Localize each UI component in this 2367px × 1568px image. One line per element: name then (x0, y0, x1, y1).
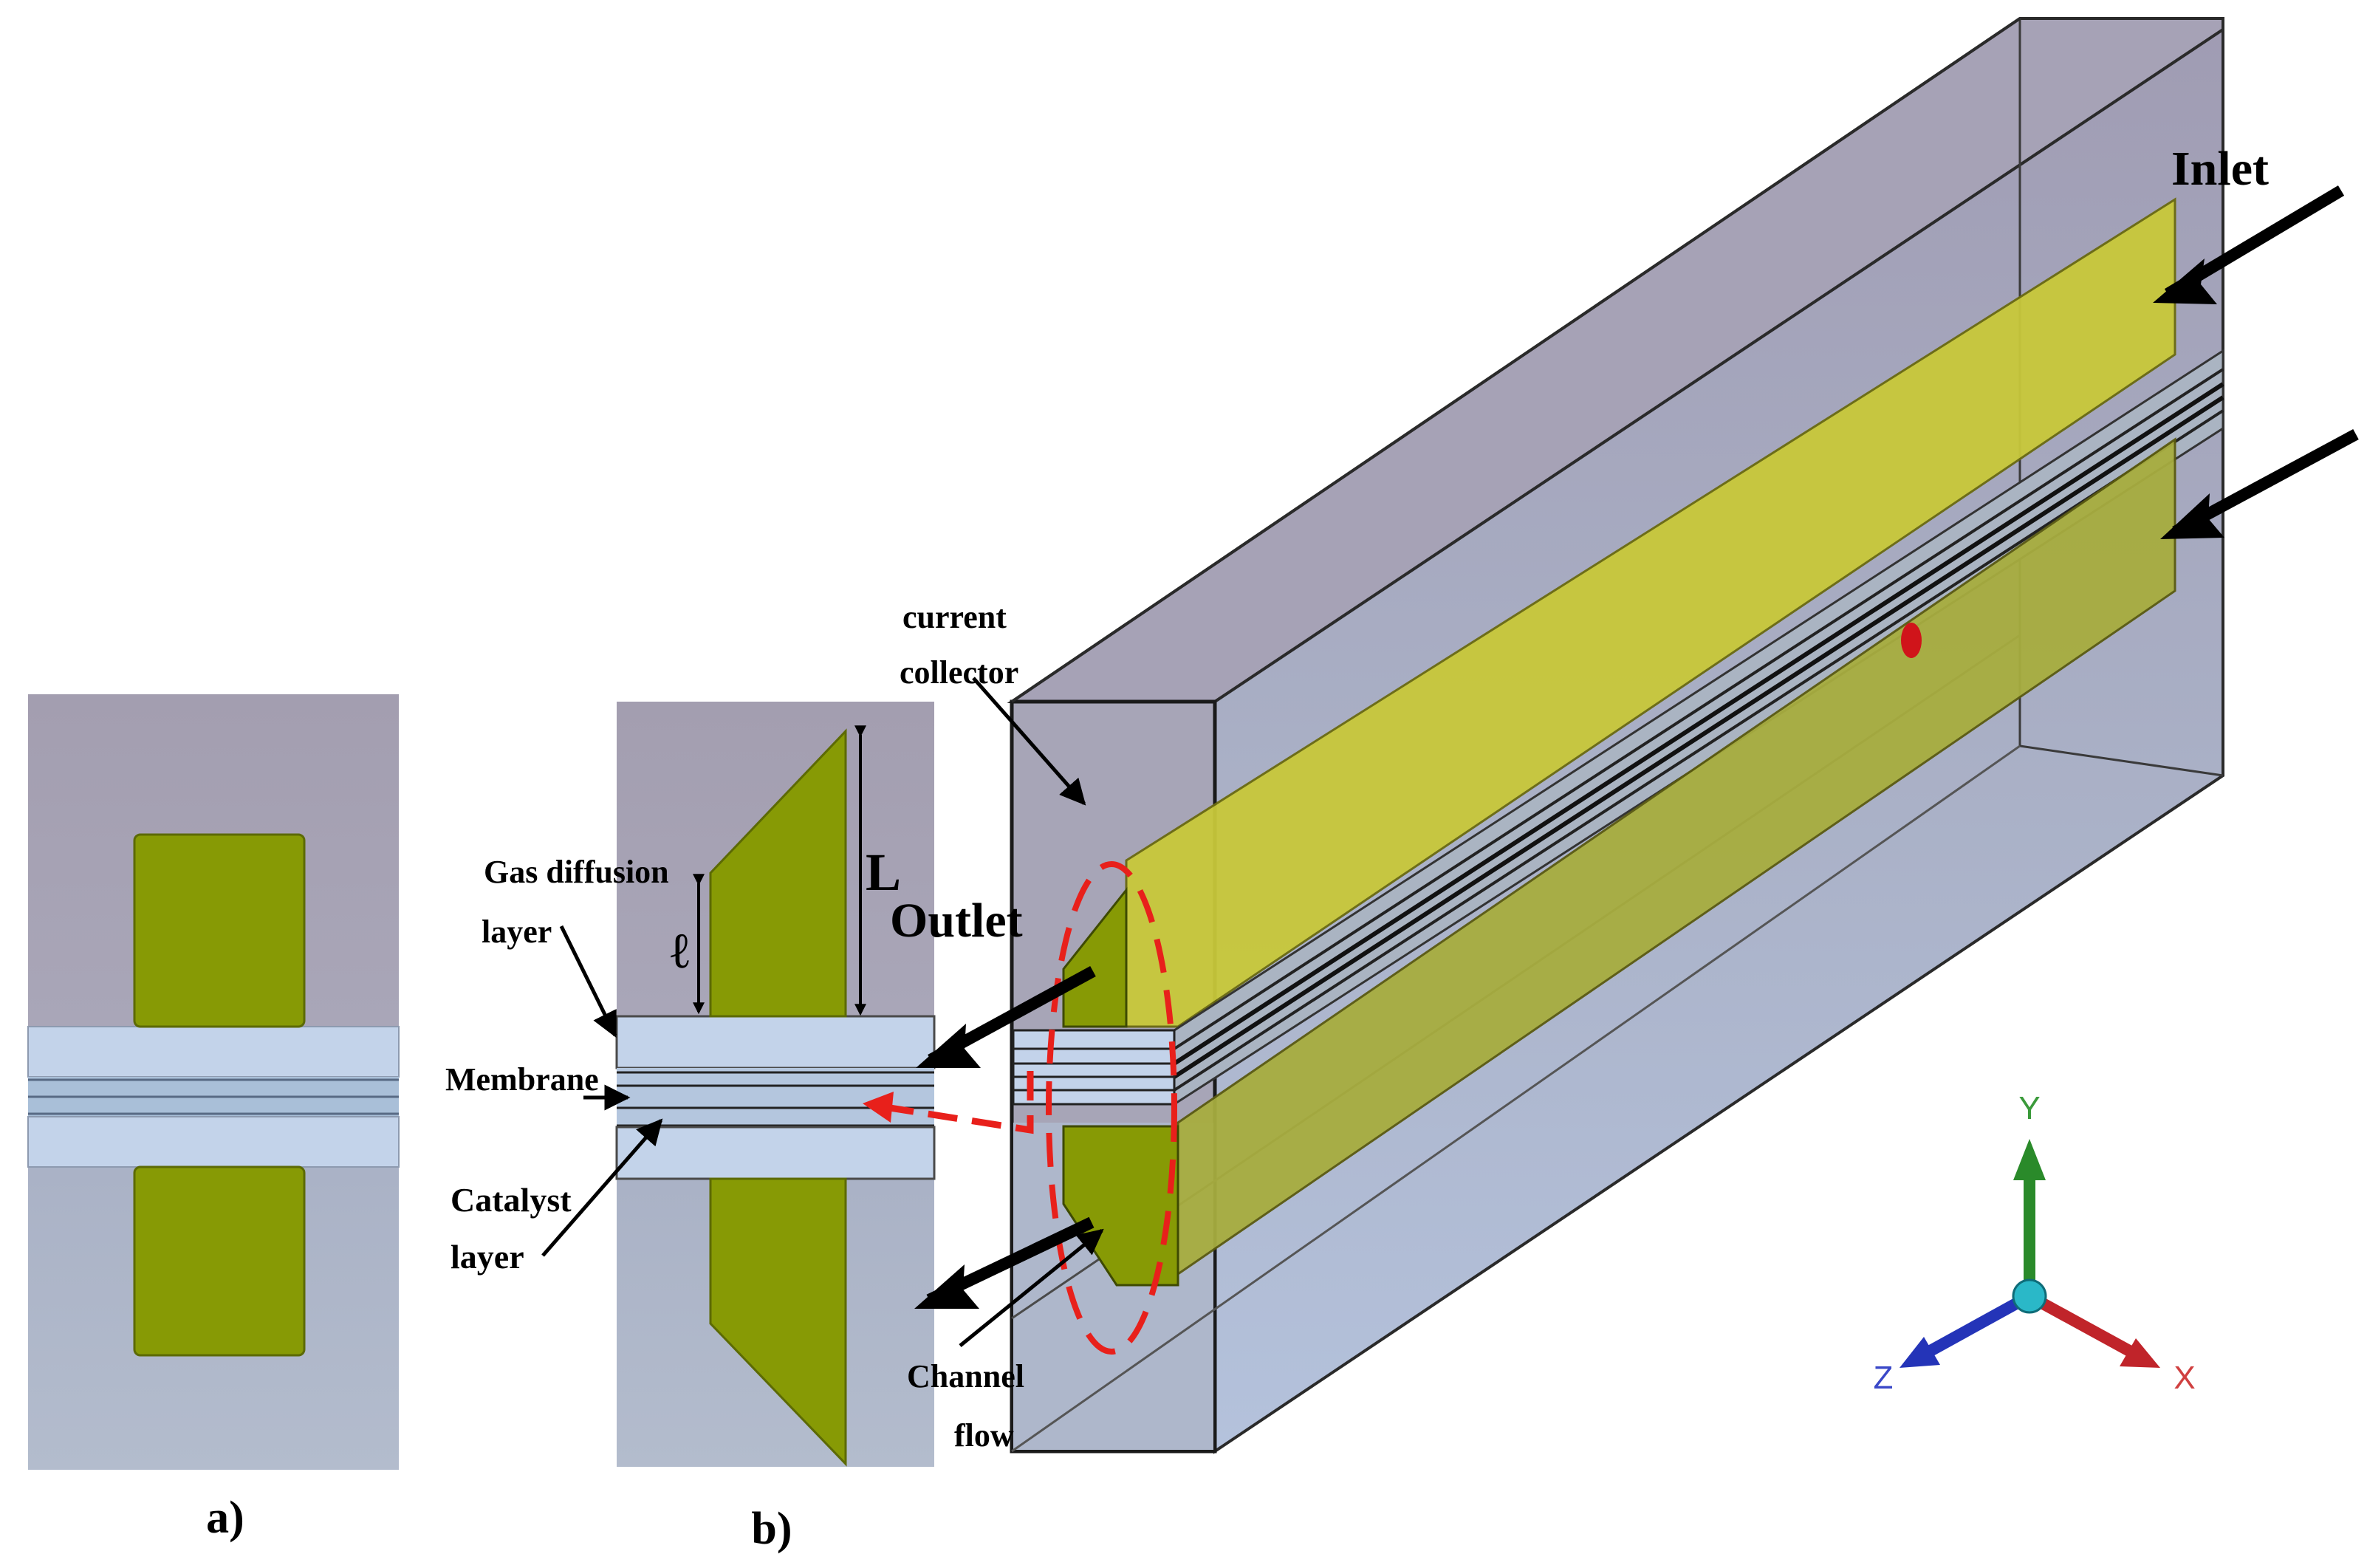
channel-flow-label-line2: flow (954, 1417, 1014, 1454)
layer-stack-line-4 (1173, 409, 2224, 1092)
layer-stack-line-2 (1173, 382, 2224, 1066)
panel-a-lower-channel (133, 1165, 306, 1357)
x-axis-shaft (2027, 1290, 2134, 1358)
triad-origin-node (2012, 1278, 2047, 1314)
panel-b: L ℓ Gas diffusion layer Membrane Catalys… (445, 702, 936, 1554)
layer-stack-line-3 (1173, 395, 2224, 1079)
current-collector-label-line2: collector (900, 654, 1018, 691)
z-axis-arrowhead (1900, 1337, 1940, 1368)
layer-stack-front (1012, 1029, 1176, 1106)
outlet-label: Outlet (890, 894, 1023, 948)
coordinate-triad: Y X Z (1874, 1090, 2196, 1396)
y-axis-arrowhead (2013, 1139, 2046, 1180)
panel-a: a) (27, 694, 400, 1543)
outlet-detail-dashed-arrow (889, 1071, 1034, 1134)
current-collector-leader (972, 677, 1086, 806)
channel-flow-leader (959, 1228, 1104, 1347)
panel-a-upper-gdl (27, 1026, 400, 1078)
channel-flow-label-line1: Channel (907, 1358, 1024, 1394)
panel-a-upper-channel (133, 833, 306, 1028)
dimension-L-label: L (866, 843, 901, 902)
upper-channel-front (1062, 886, 1128, 1028)
membrane-label: Membrane (445, 1061, 599, 1098)
box-bottom-edge (1011, 744, 2021, 1453)
dimension-l-label: ℓ (671, 922, 690, 979)
probe-point-marker (1901, 623, 1922, 658)
outlet-detail-arrowhead (863, 1092, 894, 1123)
panel-b-upper-gdl (615, 1015, 936, 1069)
outlet-lower-arrowhead (914, 1264, 979, 1309)
current-collector-label-line1: current (902, 599, 1007, 635)
channel-3d-model: Inlet Outlet current collector Channel f… (863, 17, 2359, 1454)
x-axis-arrowhead (2120, 1338, 2160, 1368)
panel-a-lower-gdl (27, 1116, 400, 1168)
box-hidden-edge-2 (2019, 744, 2224, 777)
x-axis-label: X (2174, 1360, 2195, 1396)
layer-stack-line-1 (1173, 368, 2224, 1050)
y-axis-label: Y (2018, 1090, 2040, 1126)
inlet-label: Inlet (2171, 142, 2269, 196)
gas-diffusion-layer-label-line2: layer (482, 914, 552, 950)
panel-b-lower-gdl (615, 1126, 936, 1180)
z-axis-shaft (1926, 1290, 2032, 1358)
catalyst-layer-label-line1: Catalyst (451, 1181, 572, 1219)
catalyst-layer-label-line2: layer (451, 1238, 524, 1276)
panel-b-caption: b) (751, 1504, 792, 1554)
outlet-upper-arrowhead (916, 1024, 981, 1068)
gas-diffusion-layer-leader (559, 925, 617, 1038)
panel-b-upper-tapered-channel (709, 728, 847, 1018)
panel-a-caption: a) (206, 1493, 244, 1543)
inlet-upper-arrowhead (2153, 259, 2217, 304)
panel-b-lower-tapered-channel (709, 1177, 847, 1467)
catalyst-layer-leader (541, 1118, 663, 1257)
outlet-region-ellipse (1046, 861, 1177, 1355)
inlet-lower-arrowhead (2160, 493, 2224, 539)
gas-diffusion-layer-label-line1: Gas diffusion (484, 854, 669, 890)
z-axis-label: Z (1874, 1360, 1894, 1396)
box-top-edge-inner (1010, 17, 2021, 703)
